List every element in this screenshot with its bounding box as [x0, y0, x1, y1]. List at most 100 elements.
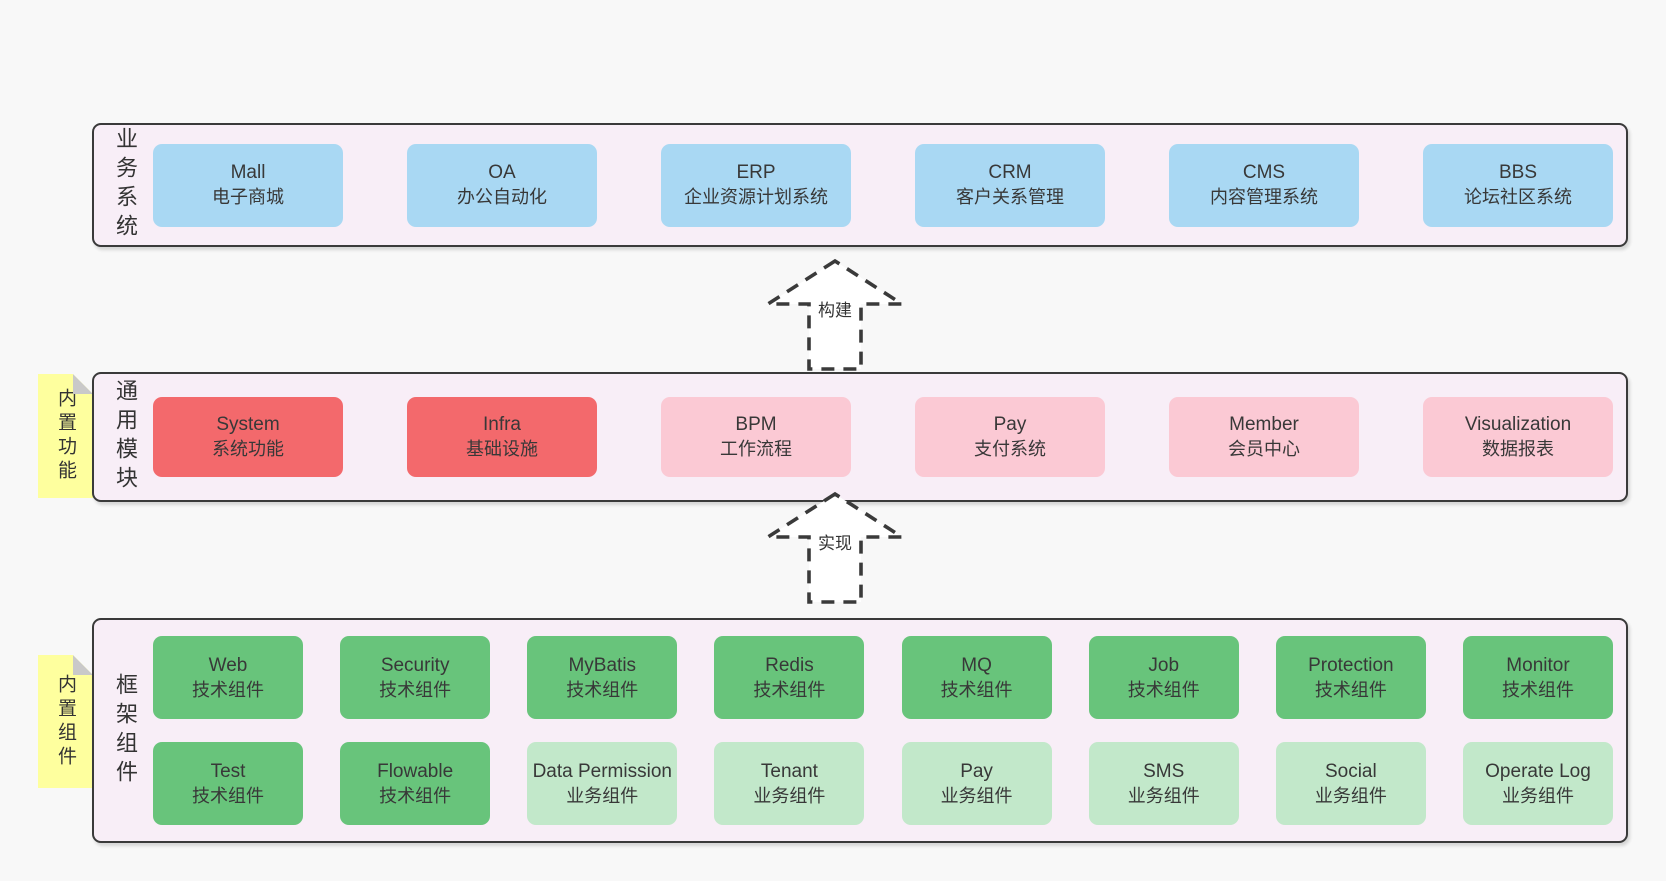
module-box-title: Pay [993, 414, 1027, 435]
layer-label-zone: 框架组件 [100, 620, 150, 841]
module-box-subtitle: 业务组件 [1501, 785, 1574, 806]
module-box-title: CMS [1242, 162, 1286, 183]
module-box-title: MQ [961, 654, 992, 676]
module-box-visualization: Visualization 数据报表 [1423, 397, 1613, 477]
module-box-test: Test 技术组件 [153, 742, 303, 825]
module-box-subtitle: 数据报表 [1482, 439, 1554, 459]
module-box-job: Job 技术组件 [1088, 636, 1239, 719]
module-box-title: Protection [1308, 654, 1394, 676]
module-box-data-permission: Data Permission 业务组件 [527, 742, 678, 825]
module-box-title: BPM [735, 414, 777, 435]
module-box-pay: Pay 业务组件 [901, 742, 1052, 825]
module-box-subtitle: 技术组件 [566, 679, 639, 700]
module-box-erp: ERP 企业资源计划系统 [661, 143, 851, 227]
module-box-subtitle: 技术组件 [1314, 679, 1387, 700]
module-box-subtitle: 基础设施 [466, 439, 538, 459]
module-box-bpm: BPM 工作流程 [661, 397, 851, 477]
module-box-title: ERP [736, 162, 776, 183]
module-box-crm: CRM 客户关系管理 [915, 143, 1105, 227]
module-box-title: Data Permission [532, 760, 672, 782]
module-box-subtitle: 支付系统 [974, 439, 1046, 459]
module-box-flowable: Flowable 技术组件 [340, 742, 491, 825]
layer-label: 通用模块 [113, 379, 138, 495]
module-box-subtitle: 业务组件 [566, 785, 639, 806]
module-box-title: Security [380, 654, 450, 676]
module-box-title: Infra [482, 414, 522, 435]
module-box-pay: Pay 支付系统 [915, 397, 1105, 477]
module-box-tenant: Tenant 业务组件 [714, 742, 865, 825]
module-box-system: System 系统功能 [153, 397, 343, 477]
module-box-title: BBS [1498, 162, 1538, 183]
arrow-implement-label: 实现 [815, 529, 855, 554]
module-box-subtitle: 技术组件 [940, 679, 1013, 700]
module-box-subtitle: 论坛社区系统 [1464, 187, 1572, 207]
module-box-subtitle: 业务组件 [1127, 785, 1200, 806]
module-box-title: Operate Log [1485, 760, 1591, 782]
module-box-subtitle: 企业资源计划系统 [684, 187, 828, 207]
arrow-build: 构建 [765, 258, 905, 372]
module-box-title: Job [1148, 654, 1180, 676]
module-box-subtitle: 技术组件 [1501, 679, 1574, 700]
module-box-oa: OA 办公自动化 [407, 143, 597, 227]
module-box-redis: Redis 技术组件 [714, 636, 865, 719]
module-box-subtitle: 系统功能 [212, 439, 284, 459]
module-box-social: Social 业务组件 [1275, 742, 1426, 825]
module-box-mq: MQ 技术组件 [901, 636, 1052, 719]
module-box-member: Member 会员中心 [1169, 397, 1359, 477]
folded-corner-icon [73, 655, 93, 675]
module-box-cms: CMS 内容管理系统 [1169, 143, 1359, 227]
module-box-web: Web 技术组件 [153, 636, 303, 719]
module-box-subtitle: 工作流程 [720, 439, 792, 459]
module-box-title: OA [488, 162, 516, 183]
sticky-note-builtin-features: 内置功能 [38, 374, 93, 498]
module-box-title: Visualization [1464, 414, 1572, 435]
module-box-title: Flowable [377, 760, 454, 782]
module-box-subtitle: 会员中心 [1228, 439, 1300, 459]
module-box-subtitle: 办公自动化 [457, 187, 547, 207]
module-box-subtitle: 业务组件 [1314, 785, 1387, 806]
arrow-build-label: 构建 [815, 296, 855, 321]
layer-label: 框架组件 [113, 672, 138, 789]
module-box-subtitle: 技术组件 [192, 679, 264, 700]
module-box-protection: Protection 技术组件 [1275, 636, 1426, 719]
module-box-subtitle: 业务组件 [940, 785, 1013, 806]
layer-label-zone: 通用模块 [100, 374, 150, 500]
layer-label-zone: 业务系统 [100, 125, 150, 245]
boxes-row: System 系统功能 Infra 基础设施 BPM 工作流程 Pay 支付系统 Member 会… [153, 397, 1613, 477]
module-box-bbs: BBS 论坛社区系统 [1423, 143, 1613, 227]
module-box-mybatis: MyBatis 技术组件 [527, 636, 678, 719]
module-box-subtitle: 内容管理系统 [1210, 187, 1318, 207]
module-box-subtitle: 业务组件 [753, 785, 826, 806]
sticky-note-builtin-components: 内置组件 [38, 655, 93, 788]
module-box-title: Social [1324, 760, 1377, 782]
sticky-label: 内置组件 [55, 673, 76, 770]
module-box-title: Tenant [760, 760, 818, 782]
module-box-title: Pay [960, 760, 993, 782]
module-box-operate-log: Operate Log 业务组件 [1462, 742, 1613, 825]
module-box-title: CRM [988, 162, 1032, 183]
module-box-subtitle: 技术组件 [753, 679, 826, 700]
module-box-title: MyBatis [568, 654, 637, 676]
module-box-subtitle: 客户关系管理 [956, 187, 1064, 207]
arrow-implement: 实现 [765, 491, 905, 605]
module-box-title: Member [1229, 414, 1299, 435]
folded-corner-icon [73, 374, 93, 394]
module-box-subtitle: 技术组件 [379, 785, 452, 806]
module-box-subtitle: 技术组件 [192, 785, 264, 806]
module-box-title: System [216, 414, 280, 435]
module-box-infra: Infra 基础设施 [407, 397, 597, 477]
module-box-title: Redis [765, 654, 814, 676]
module-box-title: Test [210, 760, 246, 782]
module-box-title: Web [208, 654, 248, 676]
module-box-subtitle: 技术组件 [1127, 679, 1200, 700]
module-box-title: Mall [230, 162, 266, 183]
